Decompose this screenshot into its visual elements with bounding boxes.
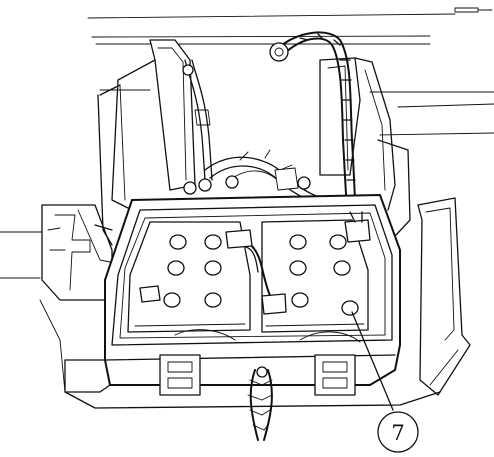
front-latch-right: [314, 354, 356, 396]
battery-right: [261, 219, 369, 343]
hanging-chain: [247, 366, 273, 441]
corner-mark: [454, 7, 493, 13]
front-latch-left: [159, 354, 201, 396]
callout-circle: [377, 411, 419, 453]
terminal-caps-left: [163, 234, 222, 308]
terminal-caps-right: [289, 234, 359, 316]
callout-leader-line: [351, 311, 394, 411]
right-flap: [417, 197, 471, 396]
top-terminals: [183, 175, 311, 195]
left-flap: [41, 204, 113, 301]
battery-interconnect: [225, 211, 371, 315]
callout-7: 7: [351, 311, 419, 453]
callout-number: 7: [391, 421, 404, 445]
callout-target-cap: [341, 300, 359, 316]
battery-left: [127, 221, 251, 341]
left-upright-bracket: [97, 39, 196, 246]
main-cables: [182, 31, 357, 223]
